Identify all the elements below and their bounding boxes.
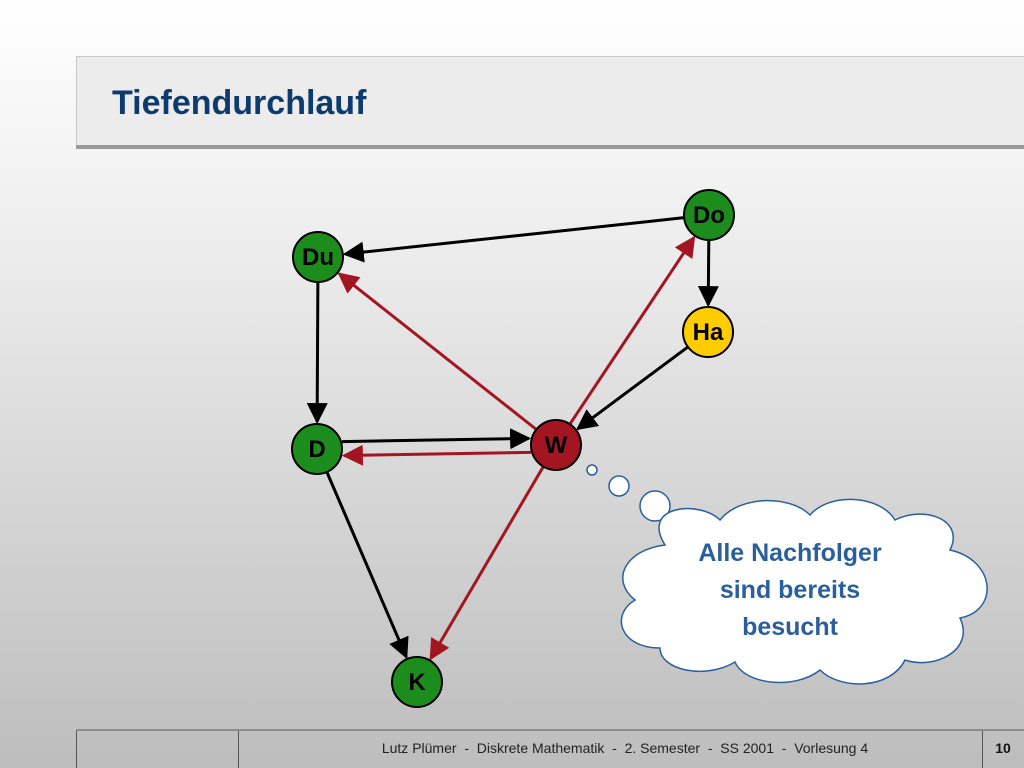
edge-du-to-d bbox=[306, 281, 328, 425]
thought-dot-large bbox=[639, 490, 671, 522]
edge-w-to-k bbox=[429, 465, 545, 661]
bubble-line-3: besucht bbox=[742, 613, 838, 641]
edge-layer bbox=[306, 216, 719, 661]
node-do: Do bbox=[683, 189, 735, 241]
node-label: Ha bbox=[693, 319, 724, 346]
page-number: 10 bbox=[995, 740, 1011, 756]
node-d: D bbox=[291, 423, 343, 475]
title-divider bbox=[76, 145, 1024, 149]
footer-text: Lutz Plümer - Diskrete Mathematik - 2. S… bbox=[381, 740, 869, 756]
edge-w-to-d bbox=[341, 444, 532, 466]
edge-ha-to-w bbox=[575, 345, 689, 431]
node-circle bbox=[683, 189, 735, 241]
node-du: Du bbox=[292, 231, 344, 283]
bubble-line-2: sind bereits bbox=[719, 576, 861, 604]
footer-cell-page bbox=[982, 731, 1024, 768]
edge-do-to-du bbox=[342, 216, 685, 263]
thought-dot-small bbox=[586, 464, 598, 476]
thought-dot-medium bbox=[608, 475, 630, 497]
edge-do-to-ha bbox=[697, 239, 719, 308]
node-circle bbox=[391, 656, 443, 708]
node-label: K bbox=[408, 669, 426, 696]
edge-w-to-du bbox=[337, 272, 538, 431]
title-bar bbox=[76, 56, 1024, 146]
node-label: Do bbox=[693, 202, 725, 229]
node-circle bbox=[682, 306, 734, 358]
thought-bubble-text: Alle Nachfolger sind bereits besucht bbox=[660, 535, 920, 646]
footer-cell-center bbox=[238, 731, 982, 768]
bubble-line-1: Alle Nachfolger bbox=[698, 539, 882, 567]
edge-w-to-do bbox=[568, 235, 696, 426]
thought-bubble bbox=[586, 464, 988, 685]
node-k: K bbox=[391, 656, 443, 708]
cloud-shape bbox=[620, 498, 988, 685]
footer-cell-left bbox=[76, 731, 238, 768]
slide-title: Tiefendurchlauf bbox=[112, 84, 367, 122]
node-w: W bbox=[530, 419, 582, 471]
edge-d-to-k bbox=[325, 471, 409, 660]
node-ha: Ha bbox=[682, 306, 734, 358]
footer-bar bbox=[76, 729, 1024, 768]
node-circle bbox=[292, 231, 344, 283]
node-label: Du bbox=[302, 244, 334, 271]
node-label: W bbox=[545, 432, 568, 459]
node-label: D bbox=[308, 436, 325, 463]
node-circle bbox=[291, 423, 343, 475]
node-circle bbox=[530, 419, 582, 471]
edge-d-to-w bbox=[341, 428, 532, 450]
